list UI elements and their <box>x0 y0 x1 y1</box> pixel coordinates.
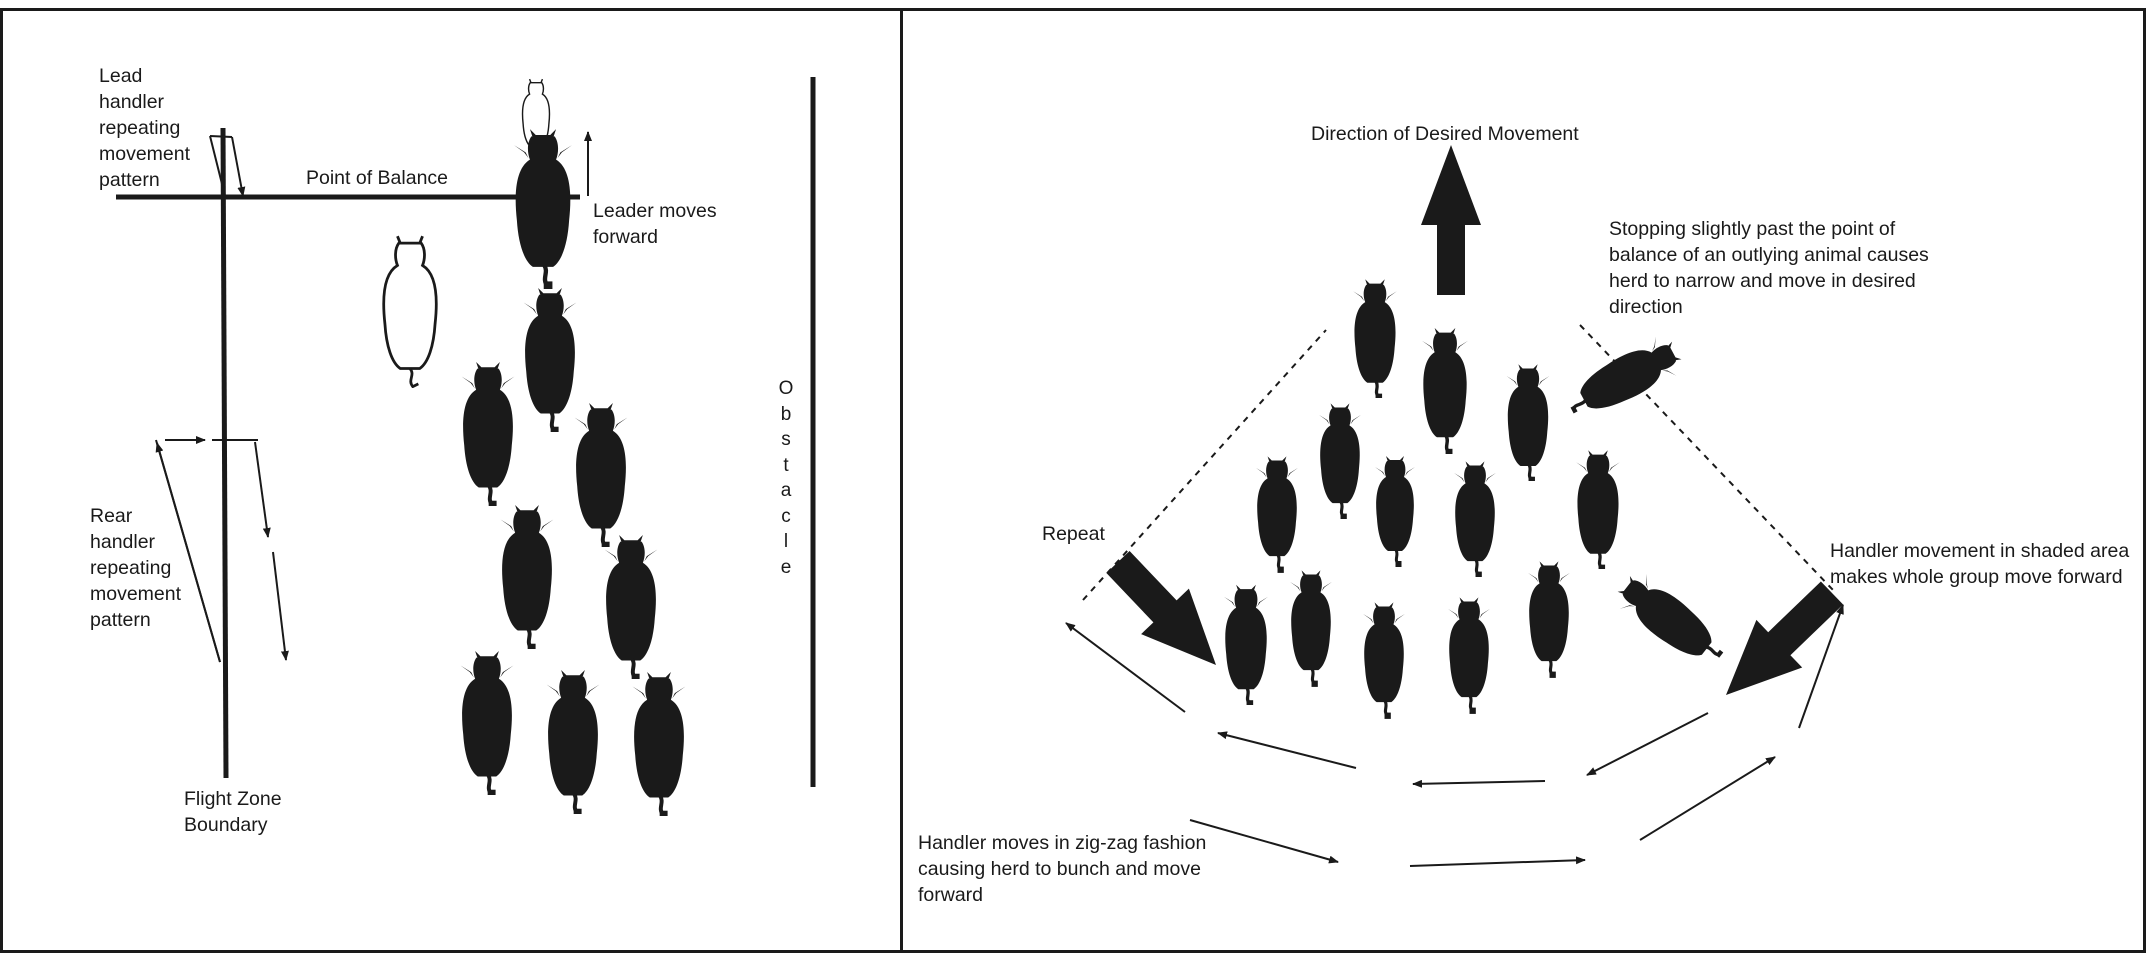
cow-icon <box>1422 326 1468 454</box>
point-of-balance-label: Point of Balance <box>306 167 449 189</box>
direction-label: Direction of Desired Movement <box>1311 123 1579 145</box>
rear-handler-path <box>272 551 289 661</box>
cow-icon <box>1353 277 1397 398</box>
cow-icon <box>1454 459 1496 577</box>
handler-arrow-icon <box>1726 581 1844 695</box>
zigzag-path <box>1586 712 1709 776</box>
handler-shaded-label: Handler movement in shaded area makes wh… <box>1830 540 2130 588</box>
cow-icon <box>1375 454 1415 568</box>
cow-icon <box>1528 559 1570 679</box>
zigzag-path <box>1409 856 1586 867</box>
cow-icon <box>1363 600 1405 720</box>
cow-icon <box>1256 454 1298 574</box>
zigzag-label: Handler moves in zig-zag fashion causing… <box>918 832 1207 906</box>
direction-arrow-icon <box>1421 145 1481 295</box>
flight-zone-label: Flight Zone Boundary <box>184 788 282 836</box>
rear-handler-path <box>254 441 271 538</box>
cow-icon <box>1224 583 1268 705</box>
cow-icon <box>1576 448 1620 569</box>
cow-icon <box>514 129 572 290</box>
handler-cow-outline-icon <box>382 234 438 388</box>
leader-moves-label: Leader moves forward <box>593 200 717 248</box>
cow-icon <box>1448 595 1490 715</box>
rear-handler-path <box>155 442 221 663</box>
zigzag-path <box>1065 622 1186 713</box>
stopping-label: Stopping slightly past the point of bala… <box>1609 218 1929 318</box>
cow-icon <box>575 403 628 550</box>
cow-icon <box>461 651 514 798</box>
cow-icon <box>633 672 686 819</box>
rear-handler-label: Rear handler repeating movement pattern <box>90 505 182 631</box>
repeat-label: Repeat <box>1042 523 1105 545</box>
cow-icon <box>1608 564 1734 677</box>
zigzag-path <box>1189 819 1339 864</box>
lead-handler-path <box>231 136 246 197</box>
cow-icon <box>1506 362 1550 481</box>
cow-icon <box>1290 568 1332 688</box>
cow-icon <box>547 670 600 817</box>
cow-icon <box>524 288 577 435</box>
cow-icon <box>501 505 554 652</box>
cow-icon <box>605 535 658 682</box>
zigzag-path <box>1412 779 1546 788</box>
zigzag-path <box>1798 604 1844 729</box>
zigzag-path <box>1639 756 1776 841</box>
lead-handler-label: Lead handler repeating movement pattern <box>99 65 191 191</box>
flight-zone-boundary-line <box>220 127 229 779</box>
lead-handler-path <box>209 135 226 197</box>
zigzag-path <box>1217 731 1357 769</box>
cow-icon <box>1559 329 1689 428</box>
cow-icon <box>462 362 515 509</box>
cow-icon <box>1319 401 1361 519</box>
repeat-arrow-icon <box>1106 551 1216 665</box>
obstacle-label: O b s t a c l e <box>778 378 794 578</box>
lead-handler-path <box>209 135 233 138</box>
right-panel-frame <box>900 8 2146 953</box>
dashed-boundary-left <box>1082 329 1327 601</box>
